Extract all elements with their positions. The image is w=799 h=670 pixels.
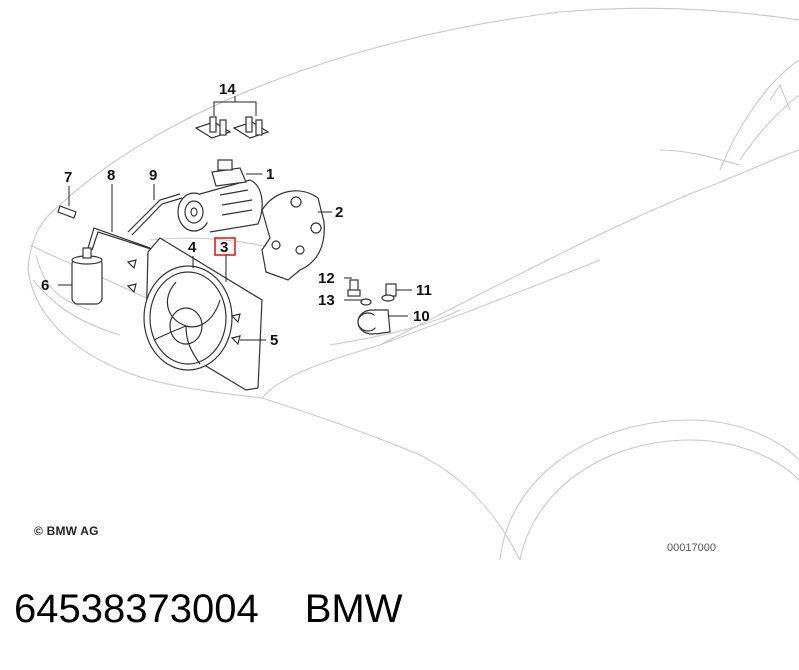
callout-9: 9 — [149, 167, 157, 184]
callout-10: 10 — [413, 308, 430, 325]
callout-2: 2 — [335, 204, 343, 221]
part-caption: 64538373004 BMW — [14, 587, 402, 632]
callout-labels: 14 1 2 7 8 9 4 3 6 5 12 13 11 10 — [41, 81, 432, 349]
callout-6: 6 — [41, 277, 49, 294]
callout-12: 12 — [318, 270, 335, 287]
parts-artwork — [57, 116, 397, 391]
callout-5: 5 — [270, 332, 278, 349]
copyright-notice: © BMW AG — [34, 524, 99, 538]
callout-4: 4 — [188, 239, 197, 256]
brand-name: BMW — [304, 587, 403, 631]
callout-14: 14 — [219, 81, 236, 98]
diagram-id: 00017000 — [667, 542, 716, 554]
callout-3-highlight — [214, 237, 236, 256]
callout-1: 1 — [266, 166, 274, 183]
car-outline — [27, 7, 799, 561]
parts-diagram: 14 1 2 7 8 9 4 3 6 5 12 13 11 10 — [27, 7, 799, 561]
callout-3: 3 — [220, 239, 228, 256]
callout-13: 13 — [318, 292, 335, 309]
callout-8: 8 — [107, 167, 115, 184]
callout-11: 11 — [416, 282, 432, 299]
leader-14 — [213, 101, 257, 116]
part-number: 64538373004 — [14, 587, 259, 631]
callout-7: 7 — [64, 169, 72, 186]
leader-lines — [58, 96, 412, 341]
